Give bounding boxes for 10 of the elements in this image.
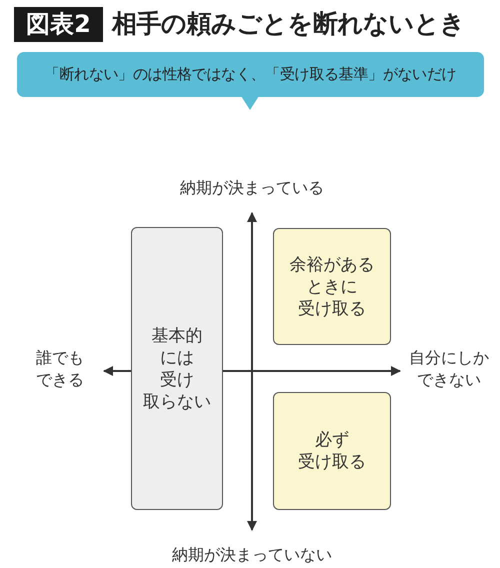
title: 相手の頼みごとを断れないとき <box>112 8 465 40</box>
quadrant-box: 必ず受け取る <box>273 392 391 510</box>
quadrant-box: 基本的には受け取らない <box>131 227 223 510</box>
quadrant-box: 余裕があるときに受け取る <box>273 228 391 345</box>
axis-label: 納期が決まっていない <box>171 544 333 566</box>
speech-bubble: 「断れない」のは性格ではなく、「受け取る基準」がないだけ <box>17 52 484 97</box>
axis-label: 自分にしかできない <box>408 347 490 391</box>
axis-label: 納期が決まっている <box>179 177 325 199</box>
axis-label: 誰でもできる <box>35 347 85 391</box>
figure-number-badge: 図表2 <box>14 7 103 42</box>
